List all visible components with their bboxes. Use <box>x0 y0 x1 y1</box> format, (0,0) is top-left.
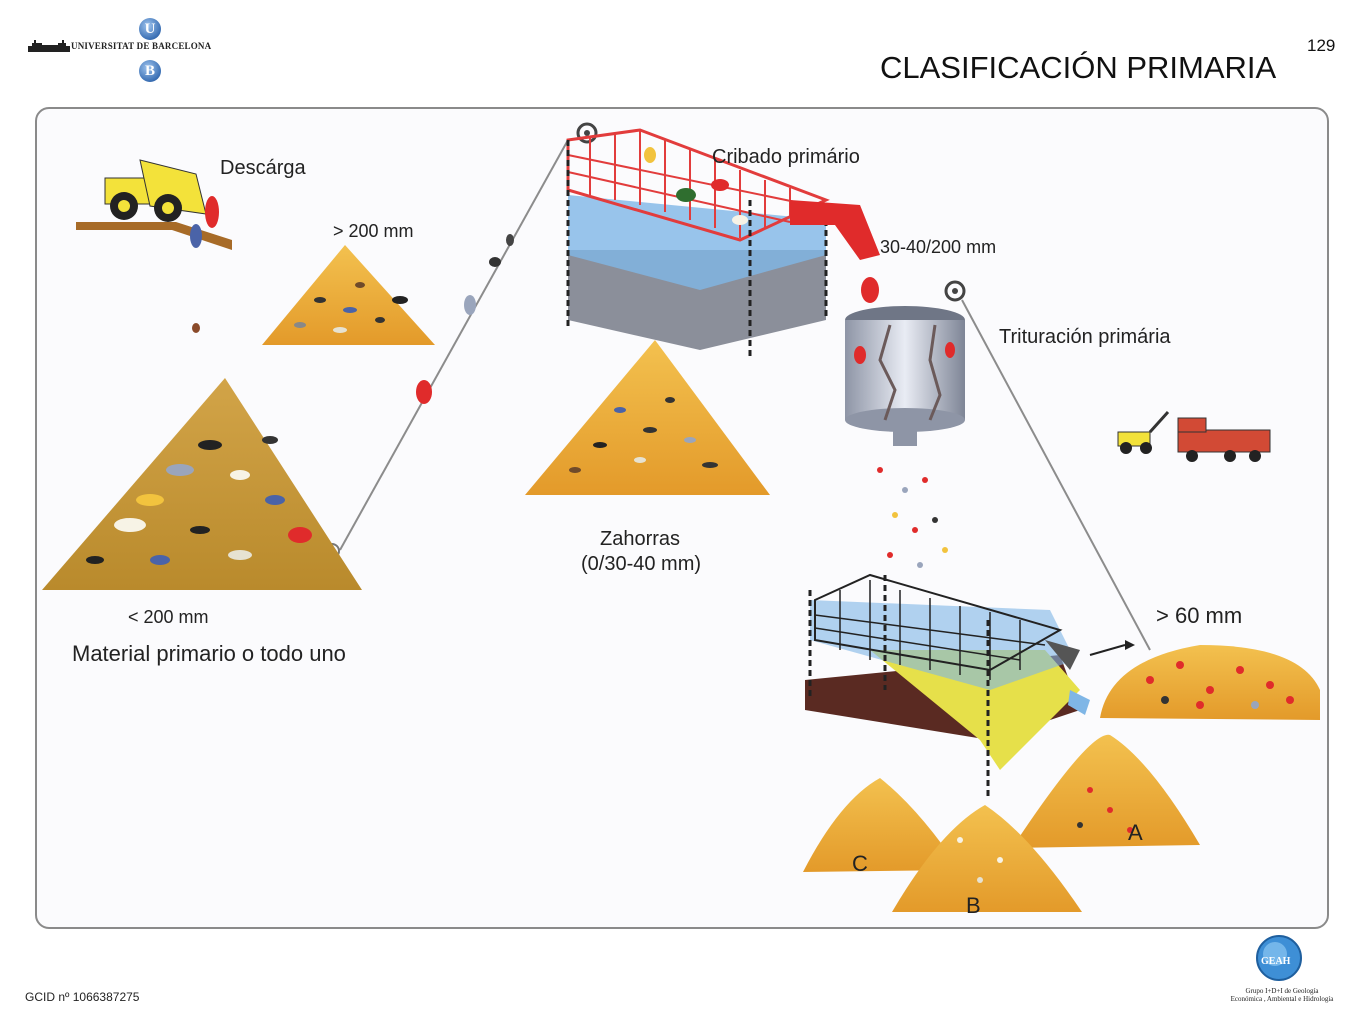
conveyor-belt-2 <box>944 280 1151 651</box>
label-zahorras-size: (0/30-40 mm) <box>581 553 702 575</box>
falling-particles <box>877 467 948 568</box>
primary-screen <box>566 128 880 360</box>
logo-b-badge: B <box>139 60 161 82</box>
label-pile-a: A <box>1128 820 1143 845</box>
dump-truck-icon <box>1117 410 1271 462</box>
geah-logo: GEAH <box>1255 934 1303 982</box>
pile-a <box>1012 734 1200 848</box>
label-under-200mm: < 200 mm <box>128 607 209 627</box>
university-logo: UNIVERSITAT DE BARCELONA U B <box>28 18 228 84</box>
geah-group-line1: Grupo I+D+I de Geología <box>1245 987 1319 995</box>
logo-u-badge: U <box>139 18 161 40</box>
pile-b <box>892 805 1082 912</box>
label-primary-material: Material primario o todo uno <box>72 641 346 666</box>
loader-truck-icon <box>76 159 232 250</box>
label-over-60mm: > 60 mm <box>1156 603 1243 628</box>
building-icon <box>28 38 70 52</box>
pile-over-200mm <box>262 245 435 345</box>
footer-code: GCID nº 1066387275 <box>25 990 140 1004</box>
label-zahorras: Zahorras <box>600 528 681 550</box>
page-number: 129 <box>1307 36 1336 55</box>
label-pile-c: C <box>852 851 868 876</box>
pile-c <box>803 778 960 872</box>
label-primary-crushing: Trituración primária <box>999 326 1171 348</box>
label-over-200mm: > 200 mm <box>333 221 414 241</box>
pile-over-60mm <box>1100 645 1320 720</box>
conveyed-rocks <box>192 234 514 404</box>
geah-badge-text: GEAH <box>1261 956 1291 967</box>
page-title: CLASIFICACIÓN PRIMARIA <box>880 50 1277 85</box>
pile-primary-material <box>42 378 362 590</box>
university-name: UNIVERSITAT DE BARCELONA <box>71 41 212 51</box>
geah-group-line2: Económica , Ambiental e Hidrología <box>1230 995 1334 1003</box>
label-discharge: Descárga <box>220 157 306 179</box>
secondary-screen <box>805 573 1135 800</box>
pile-zahorras <box>525 340 770 495</box>
primary-crusher <box>845 306 965 446</box>
label-30-40-200mm: 30-40/200 mm <box>880 237 997 257</box>
label-primary-screening: Cribado primário <box>712 146 860 168</box>
label-pile-b: B <box>966 893 981 918</box>
